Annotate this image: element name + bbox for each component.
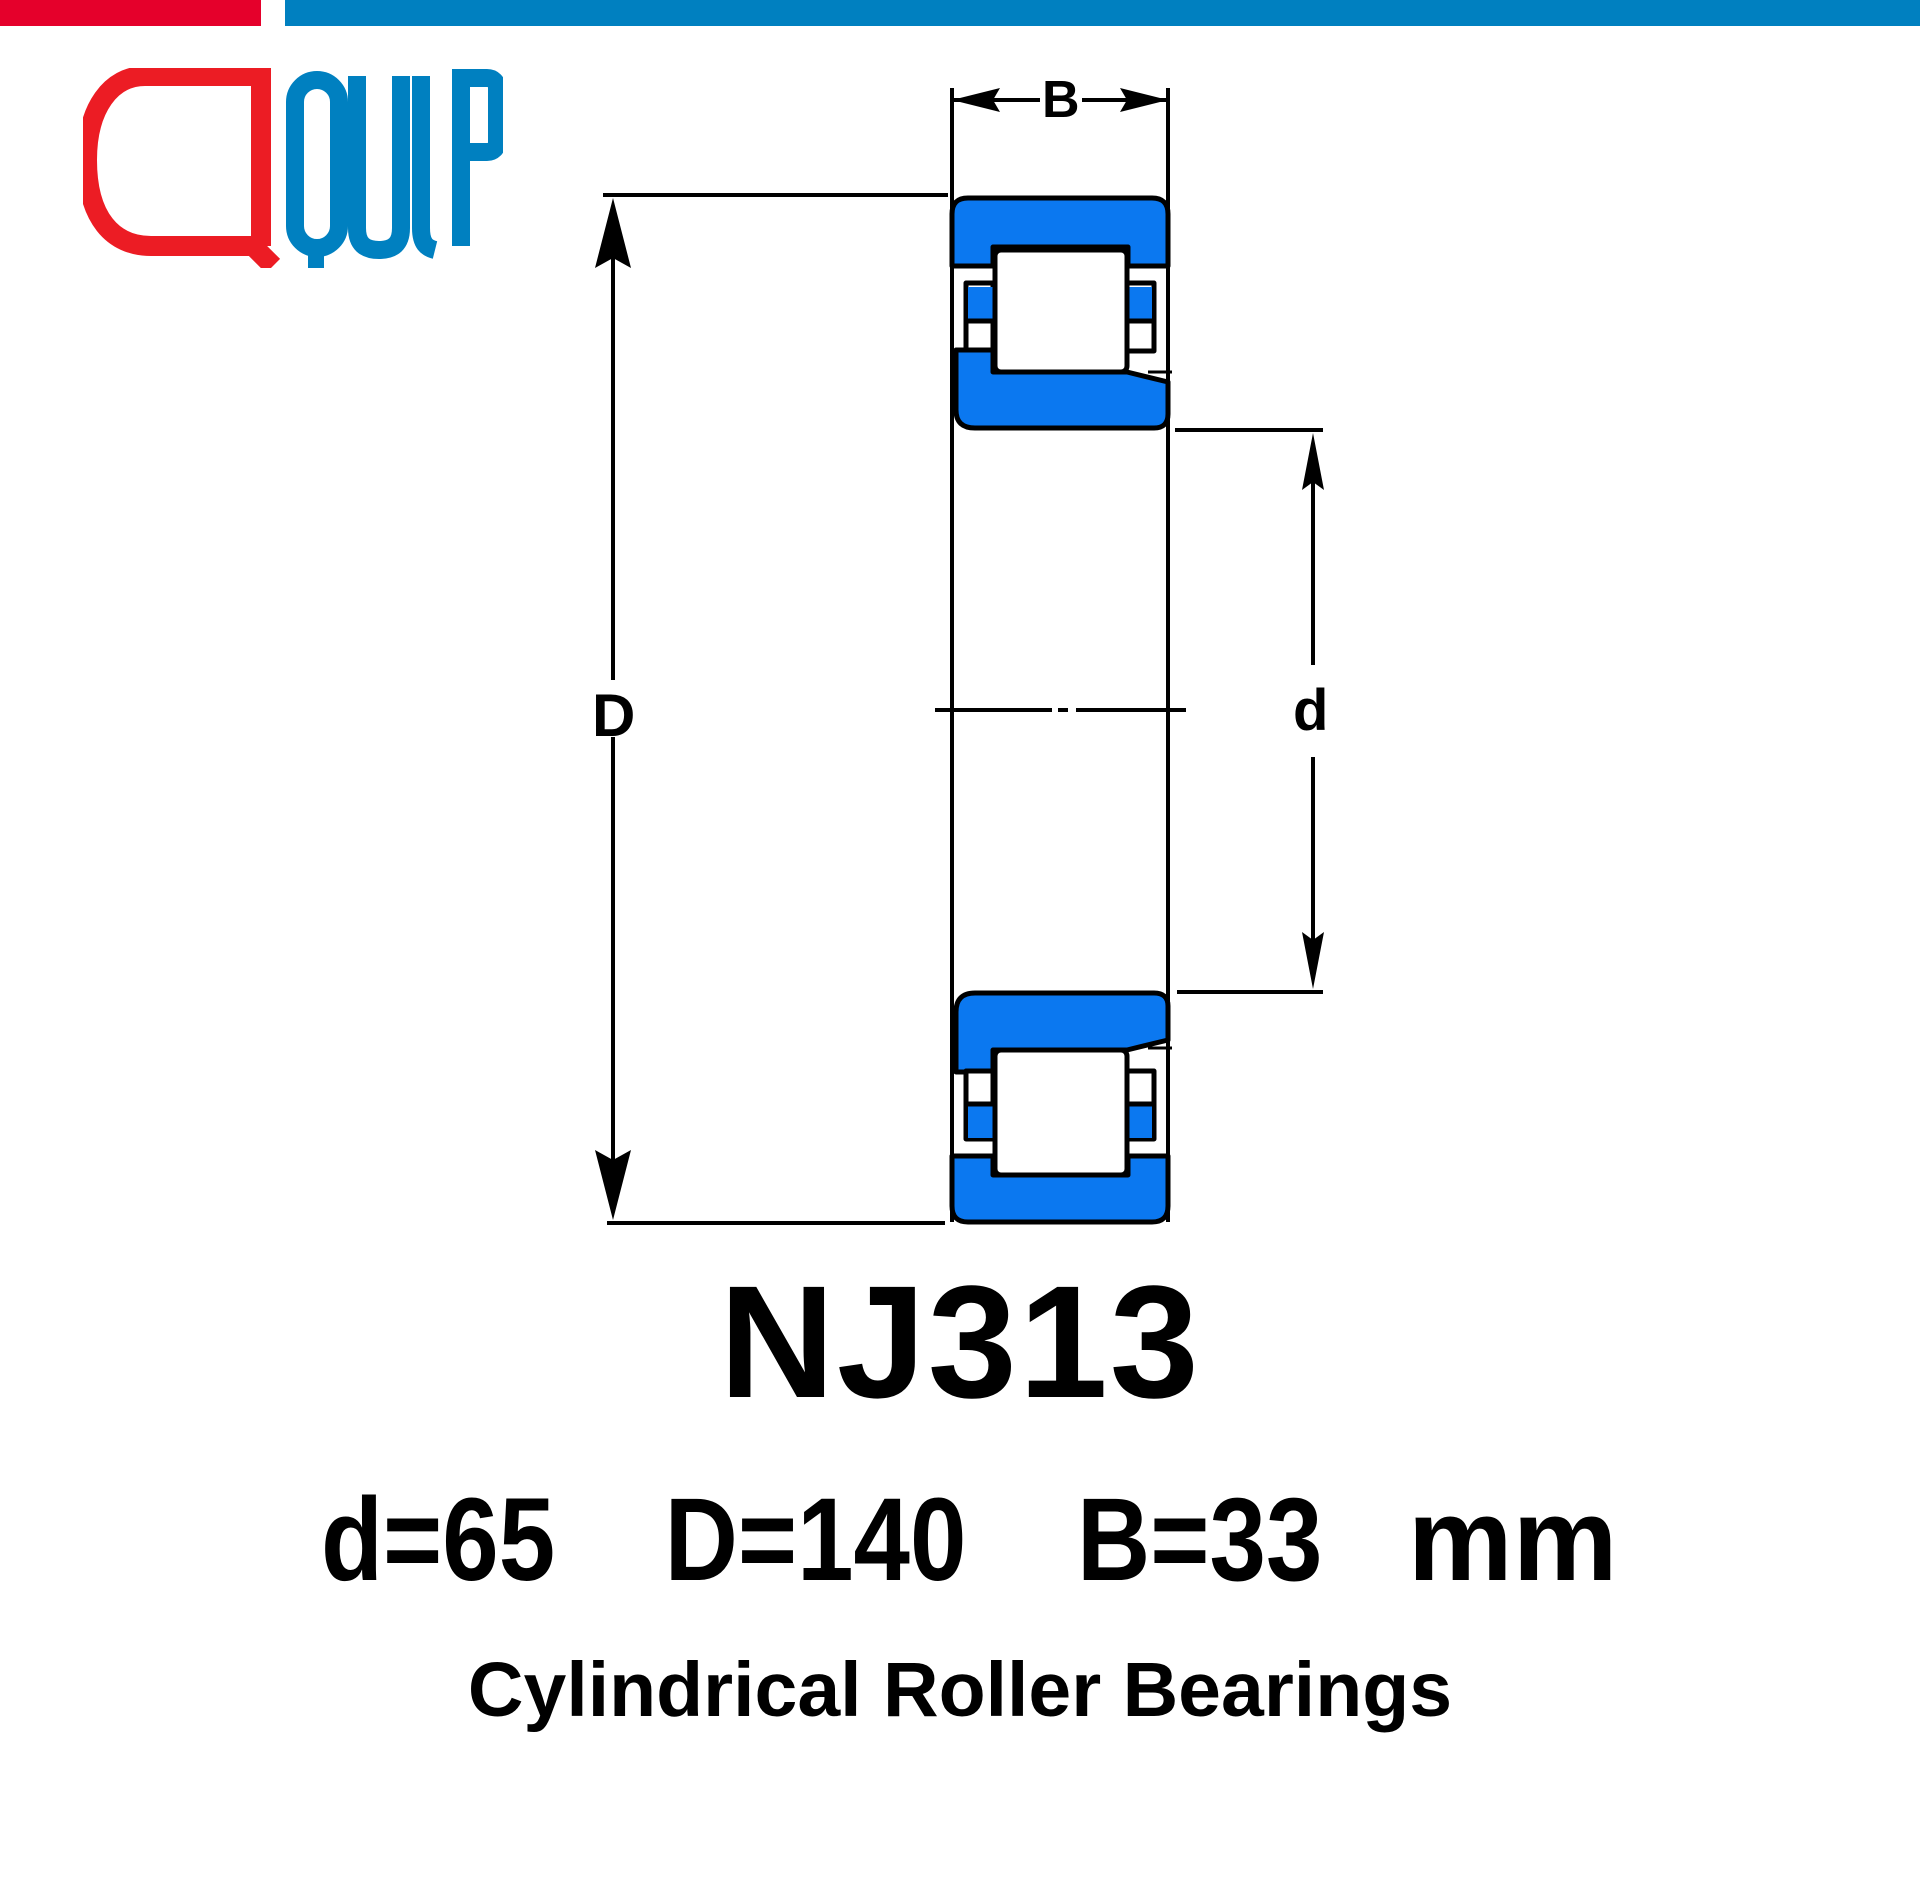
product-model: NJ313 xyxy=(719,1252,1201,1431)
bearing-drawing-icon xyxy=(595,88,1324,1225)
logo-icon xyxy=(76,66,506,274)
dimension-label-bore: d xyxy=(1293,678,1329,743)
bearing-cross-section-diagram xyxy=(595,88,1324,1225)
top-bar-red xyxy=(0,0,261,26)
product-dimensions: d=65 D=140 B=33 mm xyxy=(0,1481,1920,1599)
dimension-unit: mm xyxy=(1407,1474,1618,1606)
dimension-d: d=65 xyxy=(321,1474,556,1606)
dimension-label-width: B xyxy=(1042,71,1080,129)
dimension-B: B=33 xyxy=(1076,1474,1323,1606)
quip-logo xyxy=(76,66,506,274)
dimension-D: D=140 xyxy=(664,1474,967,1606)
dimension-label-outer-diameter: D xyxy=(592,682,636,749)
product-category: Cylindrical Roller Bearings xyxy=(467,1647,1453,1733)
top-bar-blue xyxy=(285,0,1920,26)
